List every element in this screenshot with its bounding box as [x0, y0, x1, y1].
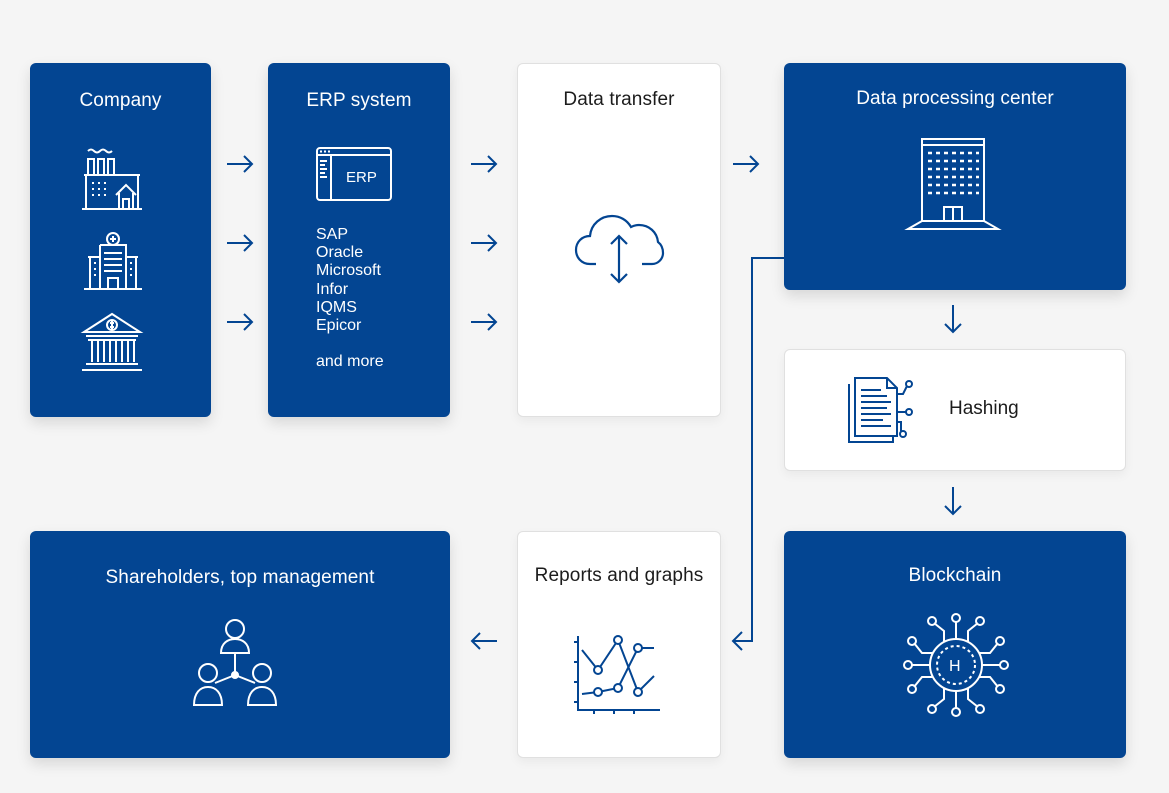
blockchain-chip-icon: H [903, 613, 1009, 717]
hashing-card: Hashing [784, 349, 1126, 471]
arrow-right-icon [470, 312, 498, 332]
arrow-right-icon [226, 233, 254, 253]
reports-title: Reports and graphs [534, 565, 704, 586]
erp-system-item: IQMS [316, 298, 357, 316]
arrow-down-icon [943, 304, 963, 334]
erp-system-item: Oracle [316, 244, 364, 262]
erp-system-item: SAP [316, 226, 349, 243]
erp-more-label: and more [316, 353, 384, 370]
office-building-icon [904, 137, 1002, 233]
erp-screen-label: ERP [346, 169, 377, 186]
erp-title: ERP system [306, 90, 412, 111]
line-chart-icon [574, 632, 664, 718]
erp-screen-icon: ERP [316, 147, 392, 201]
data-processing-center-card: Data processing center [784, 63, 1126, 290]
arrow-right-icon [470, 233, 498, 253]
blockchain-hash-symbol: H [949, 658, 961, 675]
factory-icon [80, 145, 144, 211]
data-transfer-title: Data transfer [563, 89, 675, 110]
processing-title: Data processing center [856, 88, 1054, 109]
hashing-title: Hashing [949, 398, 1019, 419]
reports-graphs-card: Reports and graphs [517, 531, 721, 758]
shareholders-card: Shareholders, top management [30, 531, 450, 758]
erp-system-item: Epicor [316, 317, 362, 335]
erp-systems-list: SAP Oracle Microsoft Infor IQMS Epicor [316, 226, 381, 335]
erp-system-item: Infor [316, 280, 349, 298]
team-hierarchy-icon [190, 617, 280, 709]
cloud-transfer-icon [574, 204, 665, 284]
arrow-right-icon [226, 312, 254, 332]
arrow-left-icon [470, 631, 498, 651]
blockchain-card: Blockchain H [784, 531, 1126, 758]
hospital-icon [82, 231, 144, 293]
shareholders-title: Shareholders, top management [105, 567, 375, 588]
arrow-right-icon [470, 154, 498, 174]
document-hash-icon [847, 376, 915, 444]
company-title: Company [79, 90, 162, 111]
blockchain-title: Blockchain [908, 565, 1002, 586]
data-transfer-card: Data transfer [517, 63, 721, 417]
erp-system-item: Microsoft [316, 262, 381, 280]
company-card: Company [30, 63, 211, 417]
bank-icon [80, 310, 144, 374]
erp-system-card: ERP system ERP SAP Oracle Microsoft Info… [268, 63, 450, 417]
arrow-right-icon [226, 154, 254, 174]
arrow-down-icon [943, 486, 963, 516]
arrow-right-icon [732, 154, 760, 174]
